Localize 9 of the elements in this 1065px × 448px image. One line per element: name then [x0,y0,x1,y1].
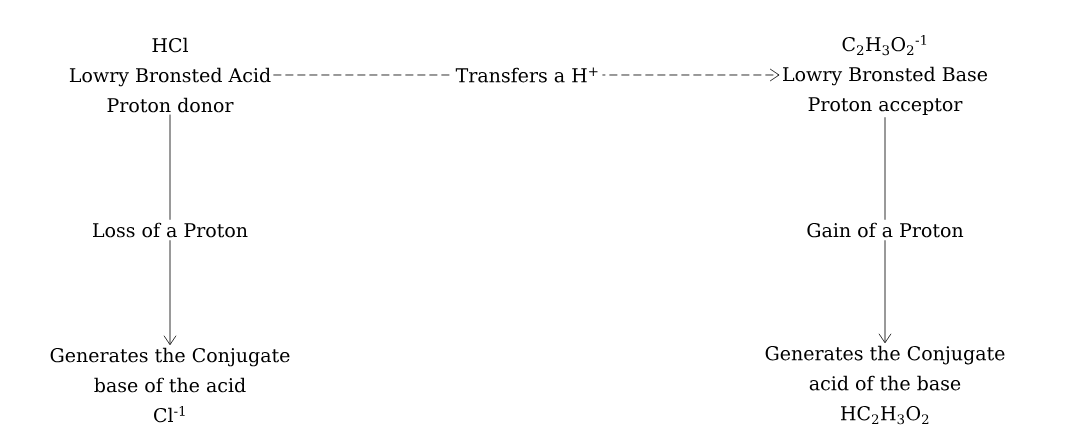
edge-label: Gain of a Proton [803,219,967,241]
arrow [878,116,892,344]
arrow [163,114,177,346]
concept-text: Generates the Conjugate base of the acid Cl$^{-1}$ [50,347,290,423]
concept-text: HCl Lowry Bronsted Acid Proton donor [69,37,271,113]
concept-text: Generates the Conjugate acid of the base HC$_{2}$H$_{3}$O$_{2}$ [765,345,1005,425]
edge-label: Transfers a H$^{+}$ [452,64,603,86]
concept-text: C$_{2}$H$_{3}$O$_{2}$-1 Lowry Bronsted Base Proton acceptor [783,34,988,116]
edge-label: Loss of a Proton [88,219,252,241]
